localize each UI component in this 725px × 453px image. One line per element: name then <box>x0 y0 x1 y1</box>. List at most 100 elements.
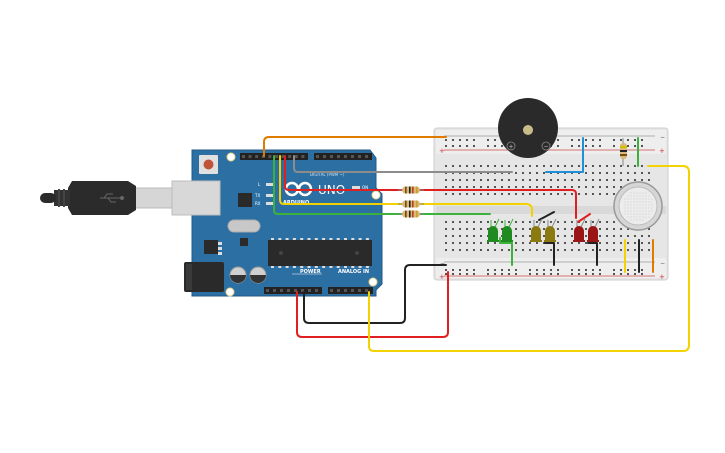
hole <box>487 186 489 188</box>
hole <box>585 145 587 147</box>
header-pin[interactable] <box>280 289 283 292</box>
header-pin[interactable] <box>358 155 361 158</box>
hole <box>466 249 468 251</box>
hole <box>473 165 475 167</box>
mesh-dot <box>628 199 629 200</box>
hole <box>452 273 454 275</box>
hole <box>634 139 636 141</box>
header-pin[interactable] <box>358 289 361 292</box>
hole <box>564 179 566 181</box>
hole <box>515 172 517 174</box>
hole <box>571 221 573 223</box>
usb-cable[interactable] <box>40 181 172 215</box>
hole <box>508 273 510 275</box>
hole <box>613 235 615 237</box>
mesh-dot <box>637 205 638 206</box>
resistor[interactable] <box>398 211 424 218</box>
hole <box>508 269 510 271</box>
header-pin[interactable] <box>288 155 291 158</box>
hole <box>606 165 608 167</box>
mesh-dot <box>631 217 632 218</box>
header-pin[interactable] <box>316 155 319 158</box>
header-pin[interactable] <box>351 155 354 158</box>
hole <box>571 193 573 195</box>
hole <box>459 193 461 195</box>
mesh-dot <box>634 205 635 206</box>
header-pin[interactable] <box>268 155 271 158</box>
hole <box>501 186 503 188</box>
hole <box>522 221 524 223</box>
hole <box>550 221 552 223</box>
mesh-dot <box>640 193 641 194</box>
mesh-dot <box>637 214 638 215</box>
chip-pin <box>315 238 318 240</box>
hole <box>634 273 636 275</box>
mesh-dot <box>631 196 632 197</box>
hole <box>543 165 545 167</box>
hole <box>648 172 650 174</box>
resistor[interactable] <box>398 201 424 208</box>
chip-pin <box>322 266 325 268</box>
mesh-dot <box>652 199 653 200</box>
hole <box>620 249 622 251</box>
mesh-dot <box>631 220 632 221</box>
hole <box>473 139 475 141</box>
header-pin[interactable] <box>275 155 278 158</box>
hole <box>627 269 629 271</box>
hole <box>585 228 587 230</box>
header-pin[interactable] <box>344 289 347 292</box>
gas-sensor[interactable] <box>614 182 662 230</box>
header-pin[interactable] <box>295 155 298 158</box>
hole <box>466 235 468 237</box>
header-pin[interactable] <box>337 289 340 292</box>
hole <box>620 235 622 237</box>
mesh-dot <box>652 205 653 206</box>
hole <box>599 221 601 223</box>
hole <box>515 228 517 230</box>
hole <box>445 228 447 230</box>
header-pin[interactable] <box>351 289 354 292</box>
header-pin[interactable] <box>266 289 269 292</box>
mesh-dot <box>640 217 641 218</box>
mesh-dot <box>631 211 632 212</box>
hole <box>536 172 538 174</box>
hole <box>571 139 573 141</box>
hole <box>592 221 594 223</box>
header-pin[interactable] <box>315 289 318 292</box>
header-pin[interactable] <box>330 155 333 158</box>
mesh-dot <box>649 199 650 200</box>
hole <box>585 165 587 167</box>
hole <box>529 273 531 275</box>
chip-pin <box>300 266 303 268</box>
header-pin[interactable] <box>344 155 347 158</box>
header-pin[interactable] <box>308 289 311 292</box>
hole <box>543 235 545 237</box>
header-pin[interactable] <box>287 289 290 292</box>
hole <box>606 193 608 195</box>
hole <box>445 179 447 181</box>
hole <box>620 228 622 230</box>
hole <box>459 249 461 251</box>
header-pin[interactable] <box>323 155 326 158</box>
mesh-dot <box>640 214 641 215</box>
hole <box>508 193 510 195</box>
hole <box>445 165 447 167</box>
header-pin[interactable] <box>255 155 258 158</box>
hole <box>445 273 447 275</box>
header-pin[interactable] <box>249 155 252 158</box>
piezo-buzzer[interactable]: + − <box>498 98 558 158</box>
hole <box>627 235 629 237</box>
resistor[interactable] <box>398 187 424 194</box>
hole <box>487 165 489 167</box>
rail-minus-bottom-right: − <box>660 260 665 267</box>
header-pin[interactable] <box>301 155 304 158</box>
hole <box>557 249 559 251</box>
header-pin[interactable] <box>242 155 245 158</box>
hole <box>459 273 461 275</box>
header-pin[interactable] <box>273 289 276 292</box>
header-pin[interactable] <box>365 289 368 292</box>
header-pin[interactable] <box>337 155 340 158</box>
header-pin[interactable] <box>365 155 368 158</box>
hole <box>585 193 587 195</box>
header-pin[interactable] <box>330 289 333 292</box>
